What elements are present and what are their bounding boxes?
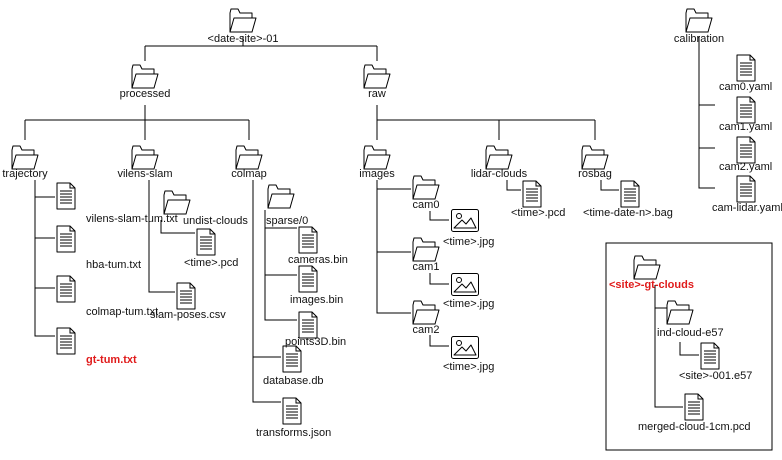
cameras-bin-label: cameras.bin xyxy=(288,254,348,266)
sparse0-label: sparse/0 xyxy=(266,215,308,227)
database-db-label: database.db xyxy=(263,375,324,387)
undist-clouds-folder-icon[interactable] xyxy=(163,190,191,215)
cam2-folder-icon[interactable] xyxy=(412,300,440,325)
vilens-slam-folder-icon[interactable] xyxy=(131,145,159,170)
points3d-bin-label: points3D.bin xyxy=(285,336,346,348)
images-folder-icon[interactable] xyxy=(363,145,391,170)
cam0-yaml-file-icon[interactable] xyxy=(736,54,756,82)
colmap-label: colmap xyxy=(231,168,266,180)
raw-folder-icon[interactable] xyxy=(363,64,391,89)
images-bin-label: images.bin xyxy=(290,294,343,306)
cam1-yaml-label: cam1.yaml xyxy=(719,121,772,133)
cam2-jpg-image-icon[interactable] xyxy=(451,336,479,359)
vilens-slam-label: vilens-slam xyxy=(117,168,172,180)
cam0-label: cam0 xyxy=(413,199,440,211)
database-db-file-icon[interactable] xyxy=(282,345,302,373)
lidar-clouds-label: lidar-clouds xyxy=(471,168,528,180)
cam-lidar-yaml-label: cam-lidar.yaml xyxy=(712,202,782,214)
colmap-tum-file-icon[interactable] xyxy=(56,275,76,303)
rosbag-bag-file-icon[interactable] xyxy=(620,180,640,208)
processed-folder-icon[interactable] xyxy=(131,64,159,89)
tree-connectors xyxy=(24,36,715,408)
cam0-jpg-label: <time>.jpg xyxy=(443,236,494,248)
raw-label: raw xyxy=(368,88,386,100)
vilens-slam-tum-label: vilens-slam-tum.txt xyxy=(86,213,178,225)
gt-clouds-label: <site>-gt-clouds xyxy=(609,279,694,291)
tree-icons xyxy=(11,8,756,425)
undist-pcd-file-icon[interactable] xyxy=(196,228,216,256)
merged-cloud-file-icon[interactable] xyxy=(684,393,704,421)
rosbag-bag-label: <time-date-n>.bag xyxy=(583,207,673,219)
gt-clouds-box xyxy=(605,242,773,451)
cam2-jpg-label: <time>.jpg xyxy=(443,361,494,373)
merged-cloud-label: merged-cloud-1cm.pcd xyxy=(638,421,751,433)
site-e57-file-icon[interactable] xyxy=(700,342,720,370)
tree-labels: <date-site>-01 processed raw calibration tra… xyxy=(2,33,782,439)
calibration-label: calibration xyxy=(674,33,724,45)
ind-cloud-label: ind-cloud-e57 xyxy=(657,327,724,339)
cam1-folder-icon[interactable] xyxy=(412,237,440,262)
ind-cloud-folder-icon[interactable] xyxy=(666,300,694,325)
gt-clouds-folder-icon[interactable] xyxy=(633,255,661,280)
transforms-json-file-icon[interactable] xyxy=(282,397,302,425)
lidar-clouds-folder-icon[interactable] xyxy=(485,145,513,170)
rosbag-folder-icon[interactable] xyxy=(581,145,609,170)
processed-label: processed xyxy=(120,88,171,100)
lidar-pcd-label: <time>.pcd xyxy=(511,207,565,219)
root-folder-icon[interactable] xyxy=(229,8,257,33)
calibration-folder-icon[interactable] xyxy=(685,8,713,33)
cameras-bin-file-icon[interactable] xyxy=(298,226,318,254)
images-bin-file-icon[interactable] xyxy=(298,265,318,293)
transforms-json-label: transforms.json xyxy=(256,427,331,439)
hba-tum-file-icon[interactable] xyxy=(56,225,76,253)
cam-lidar-yaml-file-icon[interactable] xyxy=(736,175,756,203)
gt-tum-file-icon[interactable] xyxy=(56,327,76,355)
cam2-label: cam2 xyxy=(413,324,440,336)
gt-tum-label: gt-tum.txt xyxy=(86,354,137,366)
rosbag-label: rosbag xyxy=(578,168,612,180)
cam1-label: cam1 xyxy=(413,261,440,273)
root-label: <date-site>-01 xyxy=(208,33,279,45)
hba-tum-label: hba-tum.txt xyxy=(86,259,141,271)
cam0-folder-icon[interactable] xyxy=(412,175,440,200)
sparse0-folder-icon[interactable] xyxy=(267,184,295,209)
cam0-jpg-image-icon[interactable] xyxy=(451,209,479,232)
cam1-jpg-image-icon[interactable] xyxy=(451,273,479,296)
images-label: images xyxy=(359,168,395,180)
cam2-yaml-label: cam2.yaml xyxy=(719,161,772,173)
vilens-slam-tum-file-icon[interactable] xyxy=(56,182,76,210)
cam1-jpg-label: <time>.jpg xyxy=(443,298,494,310)
trajectory-folder-icon[interactable] xyxy=(11,145,39,170)
colmap-tum-label: colmap-tum.txt xyxy=(86,306,158,318)
cam2-yaml-file-icon[interactable] xyxy=(736,136,756,164)
trajectory-label: trajectory xyxy=(2,168,48,180)
lidar-pcd-file-icon[interactable] xyxy=(522,180,542,208)
undist-pcd-label: <time>.pcd xyxy=(184,257,238,269)
points3d-bin-file-icon[interactable] xyxy=(298,311,318,339)
site-e57-label: <site>-001.e57 xyxy=(679,370,752,382)
undist-clouds-label: undist-clouds xyxy=(183,215,248,227)
colmap-folder-icon[interactable] xyxy=(235,145,263,170)
slam-poses-file-icon[interactable] xyxy=(176,282,196,310)
cam0-yaml-label: cam0.yaml xyxy=(719,81,772,93)
cam1-yaml-file-icon[interactable] xyxy=(736,96,756,124)
slam-poses-label: slam-poses.csv xyxy=(150,309,226,321)
